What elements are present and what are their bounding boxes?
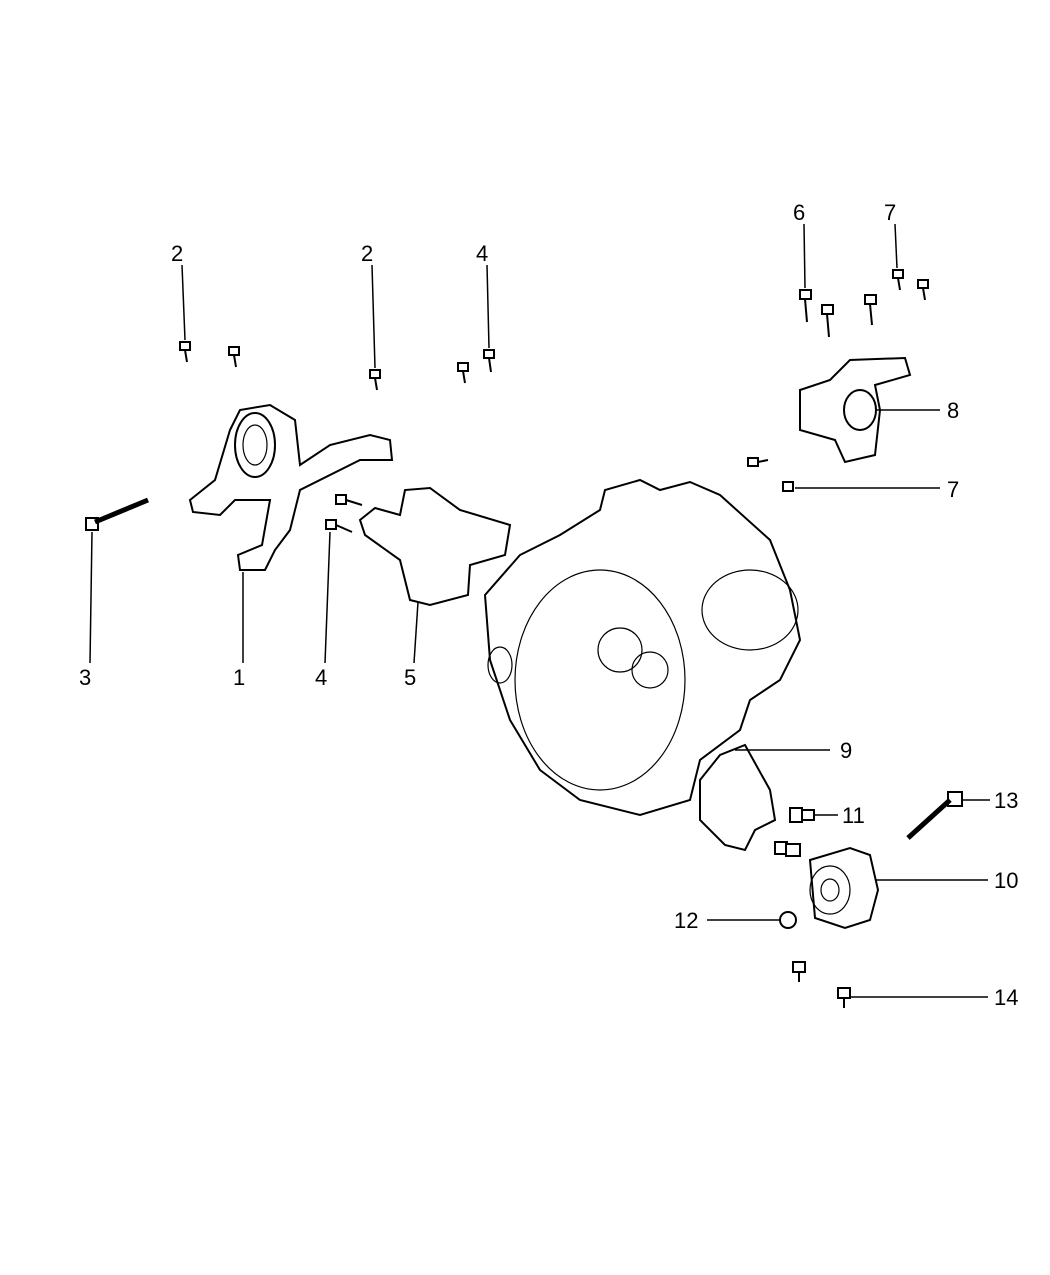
callout-5: 5 bbox=[404, 665, 416, 690]
callout-2: 2 bbox=[171, 241, 183, 266]
nut bbox=[779, 911, 797, 929]
bolt bbox=[369, 369, 381, 391]
long-bolt bbox=[85, 497, 149, 531]
callout-11: 11 bbox=[842, 803, 865, 828]
leader-lines bbox=[89, 223, 990, 998]
bolt bbox=[789, 807, 815, 823]
bracket-9 bbox=[699, 743, 777, 852]
callout-8: 8 bbox=[947, 398, 959, 423]
callout-9: 9 bbox=[840, 738, 852, 763]
bolt bbox=[179, 341, 191, 363]
callout-3: 3 bbox=[79, 665, 91, 690]
mount-8 bbox=[799, 356, 912, 464]
bolt bbox=[917, 279, 929, 301]
bolt bbox=[837, 987, 851, 1008]
bolt bbox=[228, 346, 240, 368]
callout-labels: 2 2 4 6 7 8 7 3 1 4 5 9 11 13 10 12 14 bbox=[79, 200, 1018, 1010]
callout-1: 1 bbox=[233, 665, 245, 690]
bolt bbox=[799, 289, 812, 323]
callout-7: 7 bbox=[947, 477, 959, 502]
bolt bbox=[457, 362, 469, 384]
bolt bbox=[892, 269, 904, 291]
bolt bbox=[325, 519, 353, 533]
transaxle bbox=[483, 478, 802, 817]
bolt bbox=[335, 494, 363, 506]
bolt bbox=[774, 841, 801, 857]
bolt bbox=[782, 481, 794, 492]
callout-13: 13 bbox=[994, 788, 1018, 813]
callout-12: 12 bbox=[674, 908, 698, 933]
callout-6: 6 bbox=[793, 200, 805, 225]
bolt bbox=[483, 349, 495, 373]
callout-2: 2 bbox=[361, 241, 373, 266]
bolt-group bbox=[85, 269, 963, 1008]
callout-10: 10 bbox=[994, 868, 1018, 893]
bolt bbox=[821, 304, 834, 338]
bolt bbox=[792, 961, 806, 982]
bolt bbox=[747, 457, 769, 467]
mount-1 bbox=[188, 403, 394, 571]
long-bolt bbox=[906, 791, 963, 840]
callout-7: 7 bbox=[884, 200, 896, 225]
mount-10 bbox=[808, 846, 880, 930]
bolt bbox=[864, 294, 877, 326]
callout-4: 4 bbox=[476, 241, 488, 266]
callout-4: 4 bbox=[315, 665, 327, 690]
bracket-5 bbox=[358, 486, 512, 607]
callout-14: 14 bbox=[994, 985, 1018, 1010]
